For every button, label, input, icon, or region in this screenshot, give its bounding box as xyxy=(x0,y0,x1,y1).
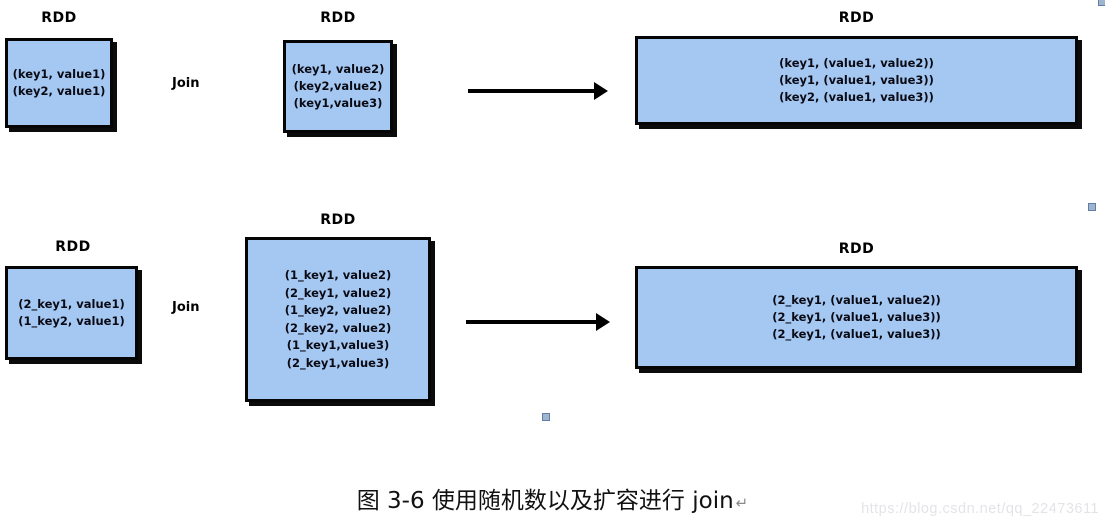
figure-caption-text: 图 3-6 使用随机数以及扩容进行 join xyxy=(356,488,734,514)
rdd-box-top-right: (key1, (value1, value2)) (key1, (value1,… xyxy=(635,36,1078,125)
rdd-pair: (1_key1, value2) xyxy=(284,268,392,282)
rdd-pair: (2_key1, value2) xyxy=(284,285,392,300)
rdd-pair: (1_key2, value1) xyxy=(18,314,125,328)
rdd-pair: (2_key1,value3) xyxy=(286,355,390,370)
rdd-title-bottom-middle: RDD xyxy=(320,212,356,228)
rdd-pair: (key1, value1) xyxy=(12,67,106,81)
rdd-pair: (key1, (value1, value3)) xyxy=(779,73,934,87)
rdd-box-bottom-right: (2_key1, (value1, value2)) (2_key1, (val… xyxy=(635,266,1078,369)
arrow-bottom xyxy=(466,313,610,331)
rdd-box-bottom-middle: (1_key1, value2) (2_key1, value2) (1_key… xyxy=(245,237,431,402)
rdd-pair: (1_key1,value3) xyxy=(286,338,390,352)
rdd-pair: (key1, value2) xyxy=(291,62,385,76)
rdd-pair: (key2,value2) xyxy=(293,79,383,93)
rdd-box-top-middle: (key1, value2) (key2,value2) (key1,value… xyxy=(283,40,393,133)
rdd-pair: (2_key2, value2) xyxy=(284,320,392,335)
rdd-pair: (1_key2, value2) xyxy=(284,303,392,317)
rdd-pair: (2_key1, (value1, value3)) xyxy=(772,327,941,341)
rdd-pair: (2_key1, value1) xyxy=(18,297,125,311)
rdd-title-top-right: RDD xyxy=(838,10,875,26)
rdd-box-top-left: (key1, value1) (key2, value1) xyxy=(5,38,113,128)
selection-handle-top-right xyxy=(1098,0,1105,6)
watermark-url: https://blog.csdn.net/qq_22473611 xyxy=(861,501,1099,517)
rdd-title-top-middle: RDD xyxy=(320,10,356,26)
join-label-top: Join xyxy=(172,76,200,91)
rdd-pair: (key2, value1) xyxy=(12,84,106,98)
join-label-bottom: Join xyxy=(172,300,200,315)
rdd-pair: (2_key1, (value1, value3)) xyxy=(772,310,941,324)
rdd-title-bottom-left: RDD xyxy=(55,239,91,255)
rdd-pair: (key1,value3) xyxy=(293,96,383,110)
rdd-title-bottom-right: RDD xyxy=(838,241,875,257)
selection-handle-right xyxy=(1088,203,1096,211)
rdd-pair: (2_key1, (value1, value2)) xyxy=(772,293,941,307)
paragraph-mark: ↵ xyxy=(735,494,749,512)
rdd-pair: (key1, (value1, value2)) xyxy=(779,56,934,70)
figure-caption: 图 3-6 使用随机数以及扩容进行 join↵ xyxy=(0,481,1105,515)
rdd-pair: (key2, (value1, value3)) xyxy=(779,90,934,104)
rdd-box-bottom-left: (2_key1, value1) (1_key2, value1) xyxy=(5,266,138,360)
selection-handle-bottom xyxy=(542,413,550,421)
arrow-top xyxy=(468,82,608,100)
rdd-title-top-left: RDD xyxy=(41,10,77,26)
